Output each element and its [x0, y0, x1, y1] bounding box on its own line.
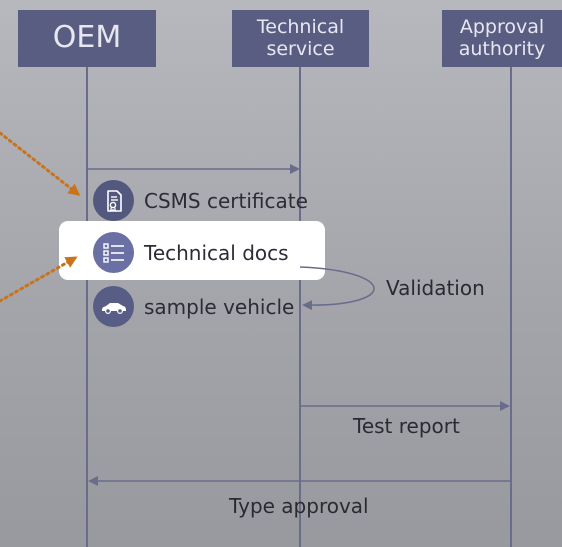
- lifeline-technical-service: [299, 67, 301, 547]
- car-icon: [93, 286, 134, 327]
- actor-approval-authority: Approval authority: [442, 10, 562, 67]
- pointer-arrow-technical-docs: [0, 256, 78, 303]
- type-approval-label: Type approval: [229, 494, 369, 518]
- document-label: sample vehicle: [144, 294, 295, 319]
- document-label: CSMS certificate: [144, 188, 308, 213]
- document-sample-vehicle: sample vehicle: [93, 286, 294, 327]
- certificate-icon: [93, 180, 134, 221]
- test-report-label: Test report: [353, 414, 460, 438]
- validation-label: Validation: [386, 276, 485, 300]
- actor-technical-service: Technical service: [232, 10, 369, 67]
- lifeline-approval-authority: [510, 67, 512, 547]
- document-technical-docs: Technical docs: [93, 232, 289, 273]
- lifeline-oem: [86, 67, 88, 547]
- checklist-icon: [93, 232, 134, 273]
- arrow-validation-loop: [299, 266, 375, 311]
- document-label: Technical docs: [144, 240, 289, 265]
- document-csms-certificate: CSMS certificate: [93, 180, 308, 221]
- actor-oem: OEM: [18, 10, 156, 67]
- pointer-arrow-csms: [0, 131, 81, 196]
